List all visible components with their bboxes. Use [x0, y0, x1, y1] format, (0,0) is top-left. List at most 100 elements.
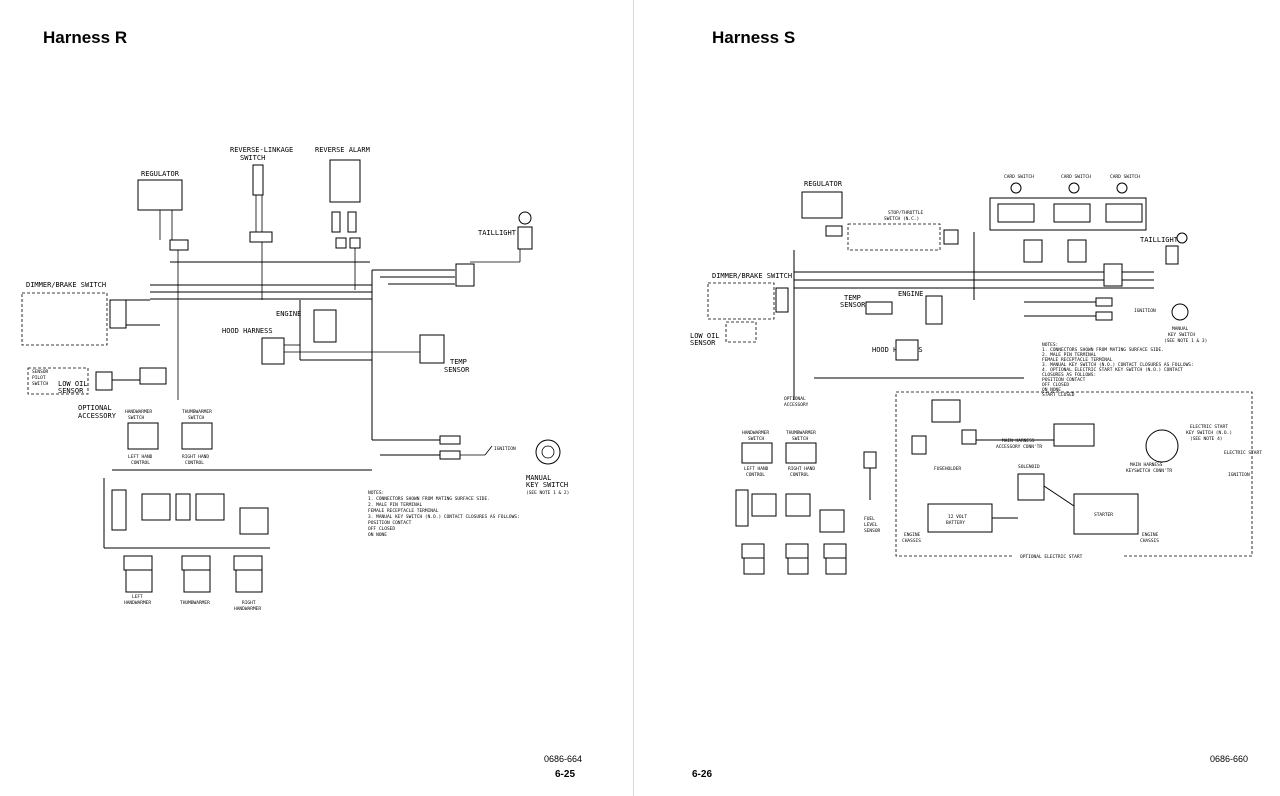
optional-accessory-label-r-1: OPTIONAL: [78, 404, 112, 412]
battery-label-2: BATTERY: [946, 520, 965, 526]
handwarmer-switch-label-s-1: HANDWARMER: [742, 430, 769, 436]
optional-accessory-label-r-2: ACCESSORY: [78, 412, 117, 420]
right-page: Harness S REGULATOR STOP/THROTTLE SWITCH…: [634, 0, 1280, 796]
engine-chassis-label-1-2: CHASSIS: [902, 538, 921, 544]
sensor-pilot-label-r-3: SWITCH: [32, 381, 49, 387]
left-hand-control-label-r-2: CONTROL: [131, 460, 150, 466]
taillight-label-r: TAILLIGHT: [478, 229, 517, 237]
reverse-linkage-switch-body: [252, 164, 264, 196]
left-page-number: 6-25: [555, 769, 576, 780]
card-switch-group: CARD SWITCH CARD SWITCH CARD SWITCH: [989, 174, 1147, 231]
manual-key-switch-label-s-1: MANUAL: [1172, 326, 1189, 332]
ignition-label-r: IGNITION: [494, 446, 516, 452]
svg-text:CARD SWITCH: CARD SWITCH: [1110, 174, 1140, 180]
reverse-alarm-label: REVERSE ALARM: [315, 146, 370, 154]
svg-text:2. MALE PIN TERMINAL: 2. MALE PIN TERMINAL: [368, 502, 422, 508]
thumbwarmer-switch-label-s-1: THUMBWARMER: [786, 430, 816, 436]
svg-text:CARD SWITCH: CARD SWITCH: [1004, 174, 1034, 180]
page-gutter: [633, 0, 634, 796]
svg-text:1. CONNECTORS SHOWN FROM MATIN: 1. CONNECTORS SHOWN FROM MATING SURFACE …: [368, 496, 490, 502]
manual-key-switch-label-r-3: (SEE NOTE 1 & 2): [526, 490, 569, 496]
right-hand-control-label-r-2: CONTROL: [185, 460, 204, 466]
svg-text:2. MALE PIN TERMINAL: 2. MALE PIN TERMINAL: [1042, 352, 1096, 358]
left-hand-control-label-r-1: LEFT HAND: [128, 454, 153, 460]
svg-text:4. OPTIONAL ELECTRIC START KEY: 4. OPTIONAL ELECTRIC START KEY SWITCH (N…: [1042, 367, 1183, 373]
right-doc-number: 0686-660: [1210, 754, 1249, 764]
thumbwarmer-switch-label-r-2: SWITCH: [188, 415, 205, 421]
svg-text:FEMALE RECEPTACLE TERMINAL: FEMALE RECEPTACLE TERMINAL: [1042, 357, 1113, 363]
temp-sensor-body-r: [419, 334, 445, 364]
electric-start-key-label-1: ELECTRIC START: [1190, 424, 1228, 430]
svg-text:FEMALE RECEPTACLE TERMINAL: FEMALE RECEPTACLE TERMINAL: [368, 508, 439, 514]
manual-key-switch-symbol-r: [535, 439, 561, 465]
electric-start-side-label: ELECTRIC START: [1224, 450, 1262, 456]
notes-s: NOTES: 1. CONNECTORS SHOWN FROM MATING S…: [1042, 342, 1194, 398]
notes-r: NOTES: 1. CONNECTORS SHOWN FROM MATING S…: [368, 490, 520, 538]
fuel-level-label-1: FUEL: [864, 516, 875, 522]
left-handwarmer-label-r-2: HANDWARMER: [124, 600, 151, 606]
regulator-label: REGULATOR: [141, 170, 180, 178]
thumbwarmer-switch-label-s-2: SWITCH: [792, 436, 809, 442]
stop-throttle-label-1: STOP/THROTTLE: [888, 210, 924, 216]
main-harness-accessory-label-2: ACCESSORY CONN'TR: [996, 444, 1042, 450]
thumbwarmer-switch-label-r-1: THUMBWARMER: [182, 409, 212, 415]
thumbwarmer-switch-r: [181, 422, 213, 450]
svg-text:1. CONNECTORS SHOWN FROM MATIN: 1. CONNECTORS SHOWN FROM MATING SURFACE …: [1042, 347, 1164, 353]
low-oil-label-s-2: SENSOR: [690, 339, 716, 347]
left-page: Harness R REGULATOR REVERSE-LINKAGE SWIT…: [0, 0, 633, 796]
main-harness-keyswitch-label-1: MAIN HARNESS: [1130, 462, 1163, 468]
thumbwarmer-label-r: THUMBWARMER: [180, 600, 210, 606]
svg-text:ON NONE: ON NONE: [368, 532, 387, 538]
low-oil-label-r-2: SENSOR: [58, 387, 84, 395]
svg-text:CARD SWITCH: CARD SWITCH: [1061, 174, 1091, 180]
low-oil-label-s-1: LOW OIL: [690, 332, 720, 340]
right-hand-control-label-r-1: RIGHT HAND: [182, 454, 209, 460]
fuel-level-label-2: LEVEL: [864, 522, 878, 528]
reverse-linkage-label-2: SWITCH: [240, 154, 265, 162]
regulator-box: [137, 179, 183, 211]
temp-sensor-label-s-1: TEMP: [844, 294, 861, 302]
reverse-alarm-body: [329, 159, 361, 203]
right-handwarmer-label-r-2: HANDWARMER: [234, 606, 261, 612]
electric-start-key-label-3: (SEE NOTE 4): [1190, 436, 1223, 442]
engine-label-r: ENGINE: [276, 310, 301, 318]
svg-text:OFF CLOSED: OFF CLOSED: [368, 526, 395, 532]
optional-accessory-label-s-1: OPTIONAL: [784, 396, 806, 402]
engine-chassis-label-2-1: ENGINE: [1142, 532, 1159, 538]
stop-throttle-label-2: SWITCH (N.C.): [884, 216, 919, 222]
low-oil-label-r-1: LOW OIL: [58, 380, 88, 388]
right-page-title: Harness S: [712, 28, 796, 47]
hood-harness-connector-r: [261, 337, 285, 365]
sensor-pilot-label-r-2: PILOT: [32, 375, 46, 381]
handwarmer-switch-label-r-2: SWITCH: [128, 415, 145, 421]
svg-text:3. MANUAL KEY SWITCH (N.O.) CO: 3. MANUAL KEY SWITCH (N.O.) CONTACT CLOS…: [368, 514, 520, 520]
right-hand-control-label-s-1: RIGHT HAND: [788, 466, 815, 472]
manual-key-switch-label-s-2: KEY SWITCH: [1168, 332, 1195, 338]
hood-harness-label-r: HOOD HARNESS: [222, 327, 273, 335]
engine-chassis-label-1-1: ENGINE: [904, 532, 921, 538]
temp-sensor-label-r-1: TEMP: [450, 358, 467, 366]
manual-key-switch-label-r-1: MANUAL: [526, 474, 551, 482]
manual-key-switch-label-s-3: (SEE NOTE 1 & 3): [1164, 338, 1207, 344]
left-page-title: Harness R: [43, 28, 128, 47]
left-handwarmer-label-r-1: LEFT: [132, 594, 143, 600]
right-hand-control-label-s-2: CONTROL: [790, 472, 809, 478]
temp-sensor-label-r-2: SENSOR: [444, 366, 470, 374]
engine-chassis-label-2-2: CHASSIS: [1140, 538, 1159, 544]
svg-text:START CLOSED: START CLOSED: [1042, 392, 1075, 398]
handwarmer-switch-label-r-1: HANDWARMER: [125, 409, 152, 415]
dimmer-brake-box-r: [21, 292, 108, 346]
taillight-symbol-r: [518, 211, 532, 225]
fuseholder-label: FUSEHOLDER: [934, 466, 961, 472]
taillight-label-s: TAILLIGHT: [1140, 236, 1179, 244]
starter-label: STARTER: [1094, 512, 1113, 518]
electric-start-key-switch-symbol: [1145, 429, 1179, 463]
ignition-side-label: IGNITION: [1228, 472, 1250, 478]
reverse-linkage-label-1: REVERSE-LINKAGE: [230, 146, 293, 154]
regulator-label-s: REGULATOR: [804, 180, 843, 188]
fuel-level-label-3: SENSOR: [864, 528, 881, 534]
optional-electric-start-label: OPTIONAL ELECTRIC START: [1020, 554, 1083, 560]
temp-sensor-label-s-2: SENSOR: [840, 301, 866, 309]
harness-r-diagram: REGULATOR REVERSE-LINKAGE SWITCH REVERSE…: [21, 146, 569, 612]
engine-connector-r: [313, 309, 337, 343]
